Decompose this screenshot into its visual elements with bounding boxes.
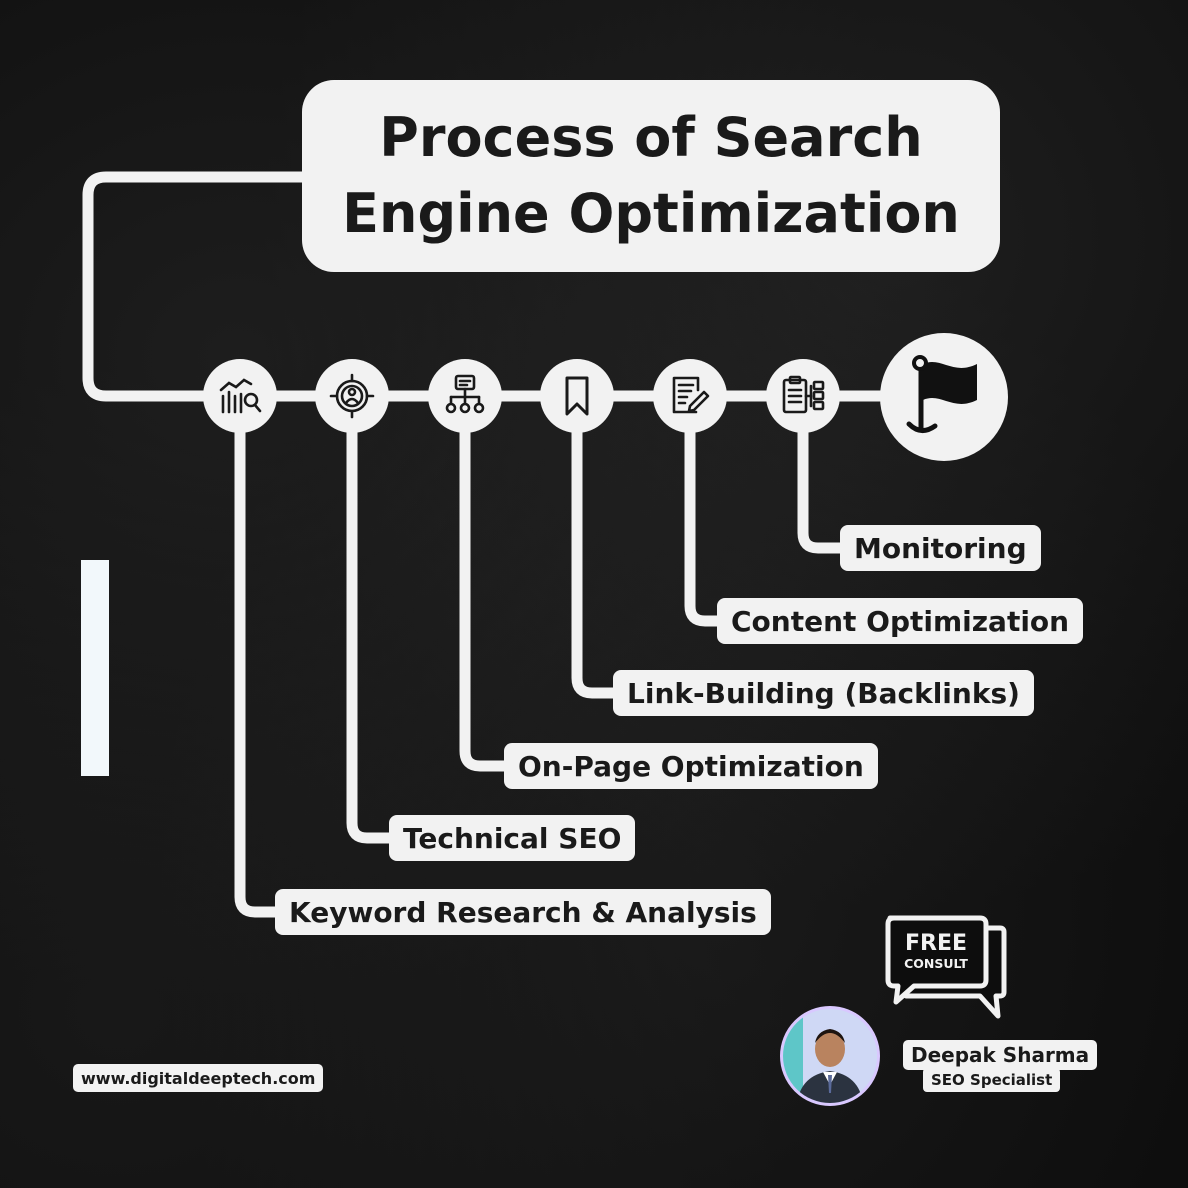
target-people-icon: [329, 373, 375, 419]
flag-icon: [906, 355, 977, 433]
page-title-box: Process of Search Engine Optimization: [302, 80, 1000, 272]
step-label-keyword: Keyword Research & Analysis: [275, 889, 771, 935]
person-name: Deepak Sharma: [903, 1040, 1098, 1070]
speech-bubble-icon: FREE CONSULT: [885, 915, 1007, 1019]
step-node-keyword: [203, 359, 277, 433]
consult-line2: CONSULT: [904, 956, 968, 971]
bookmark-icon: [565, 376, 589, 416]
step-label-content: Content Optimization: [717, 598, 1084, 644]
document-edit-icon: [672, 376, 710, 414]
decorative-bar: [81, 560, 109, 776]
sitemap-icon: [445, 374, 485, 414]
avatar: [780, 1006, 880, 1106]
consult-line1: FREE: [905, 931, 967, 956]
step-label-technical: Technical SEO: [389, 815, 636, 861]
step-node-monitoring: [766, 359, 840, 433]
step-label-monitoring: Monitoring: [840, 525, 1041, 571]
person-role: SEO Specialist: [923, 1068, 1061, 1092]
step-node-link: [540, 359, 614, 433]
step-label-link: Link-Building (Backlinks): [613, 670, 1034, 716]
website-link[interactable]: www.digitaldeeptech.com: [73, 1064, 324, 1092]
page-title: Process of Search Engine Optimization: [342, 106, 960, 245]
free-consult-badge[interactable]: FREE CONSULT: [884, 914, 1008, 1028]
step-label-onpage: On-Page Optimization: [504, 743, 878, 789]
chart-magnifier-icon: [219, 378, 262, 414]
step-node-onpage: [428, 359, 502, 433]
clipboard-list-icon: [782, 375, 825, 414]
step-node-technical: [315, 359, 389, 433]
goal-node: [880, 333, 1008, 461]
step-node-content: [653, 359, 727, 433]
